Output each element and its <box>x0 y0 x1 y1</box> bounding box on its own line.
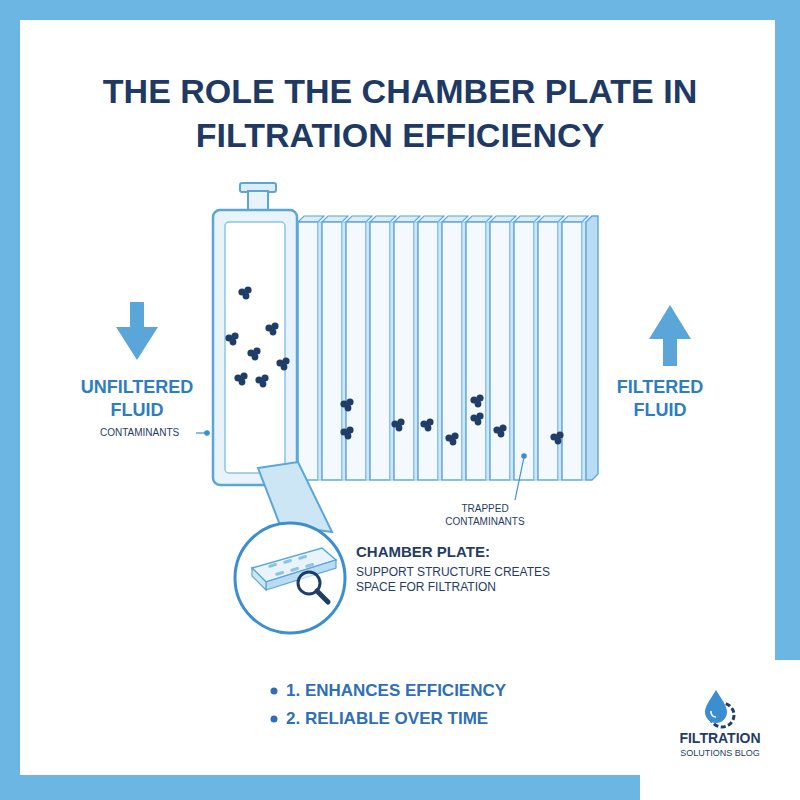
logo-text: SOLUTIONS BLOG <box>660 748 780 759</box>
side-label: FILTERED FLUID <box>605 376 715 421</box>
logo-icon <box>705 690 734 727</box>
white-panel <box>20 20 800 800</box>
logo-text: FILTRATION <box>660 730 780 748</box>
bullet-text: 1. ENHANCES EFFICIENCY <box>286 680 546 701</box>
leader-label: CONTAMINANTS <box>100 427 194 440</box>
bullet-text: 2. RELIABLE OVER TIME <box>286 708 546 729</box>
title: THE ROLE THE CHAMBER PLATE IN FILTRATION… <box>90 70 710 157</box>
callout-text: SUPPORT STRUCTURE CREATES SPACE FOR FILT… <box>356 565 561 595</box>
callout <box>235 462 345 633</box>
bullet-dots <box>271 688 278 723</box>
contaminant-particles <box>225 286 563 445</box>
leader-lines <box>196 431 526 500</box>
callout-heading: CHAMBER PLATE: <box>356 543 556 562</box>
chamber-panel <box>213 183 297 485</box>
filter-plates <box>298 216 598 480</box>
side-label: UNFILTERED FLUID <box>72 376 202 421</box>
leader-label: TRAPPED CONTAMINANTS <box>438 503 532 528</box>
